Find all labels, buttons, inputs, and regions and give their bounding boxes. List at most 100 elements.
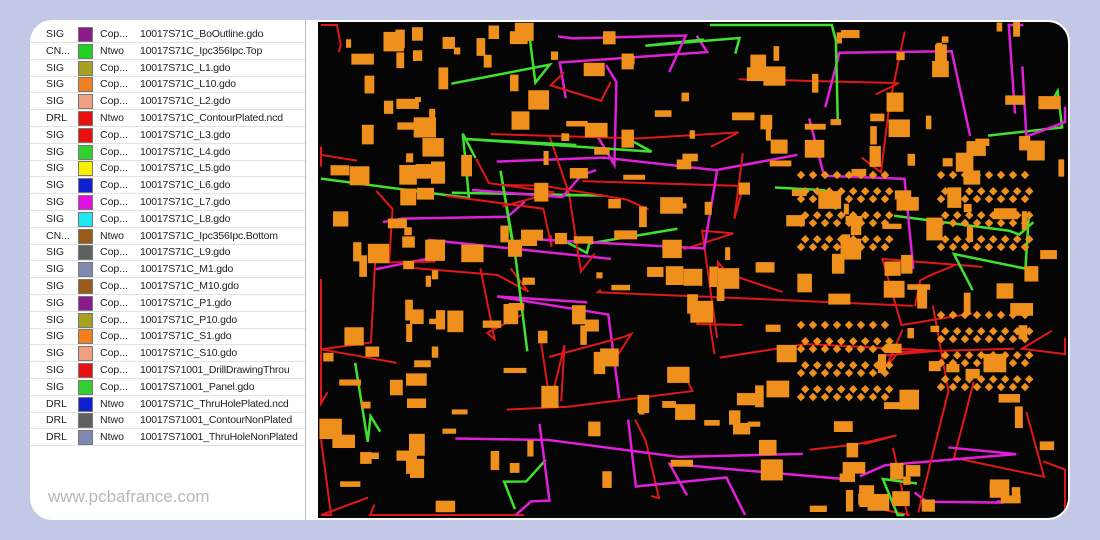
- layer-row[interactable]: CN... Ntwo 10017S71C_Ipc356Ipc.Top: [30, 43, 306, 60]
- pcb-trace: [539, 340, 566, 405]
- bga-pad: [940, 235, 950, 244]
- layer-row[interactable]: SIG Cop... 10017S71C_L5.gdo: [30, 160, 306, 178]
- layer-row[interactable]: SIG Cop... 10017S71C_L2.gdo: [30, 93, 306, 111]
- bga-pad: [977, 235, 986, 244]
- layer-color-swatch[interactable]: [78, 262, 93, 278]
- layer-color-swatch[interactable]: [78, 430, 93, 446]
- layer-row[interactable]: SIG Cop... 10017S71C_P1.gdo: [30, 295, 306, 312]
- bga-pad: [837, 187, 846, 196]
- bga-pad: [868, 194, 878, 204]
- pcb-pad: [729, 410, 741, 425]
- layer-row[interactable]: SIG Cop... 10017S71C_M1.gdo: [30, 261, 306, 279]
- pcb-pad: [989, 484, 1004, 492]
- pcb-pad: [461, 244, 484, 263]
- layer-row[interactable]: DRL Ntwo 10017S71C_ContourPlated.ncd: [30, 110, 306, 127]
- layer-color-swatch[interactable]: [78, 413, 93, 429]
- layer-color-swatch[interactable]: [78, 178, 93, 194]
- layer-row[interactable]: DRL Ntwo 10017S71001_ContourNonPlated: [30, 412, 306, 430]
- layer-row[interactable]: SIG Cop... 10017S71C_L6.gdo: [30, 177, 306, 195]
- layer-color-swatch[interactable]: [78, 379, 93, 395]
- pcb-trace: [320, 146, 358, 167]
- layer-color-swatch[interactable]: [78, 144, 93, 160]
- layer-color-swatch[interactable]: [78, 245, 93, 261]
- layer-row[interactable]: SIG Cop... 10017S71C_L1.gdo: [30, 60, 306, 77]
- layer-row[interactable]: SIG Cop... 10017S71C_S1.gdo: [30, 328, 306, 346]
- layer-row[interactable]: SIG Cop... 10017S71001_Panel.gdo: [30, 379, 306, 396]
- layer-row[interactable]: SIG Cop... 10017S71C_BoOutline.gdo: [30, 26, 306, 43]
- bga-pad: [1008, 242, 1018, 252]
- layer-color-swatch[interactable]: [78, 228, 93, 244]
- pcb-pad: [1040, 250, 1057, 260]
- layer-color-swatch[interactable]: [78, 346, 93, 362]
- bga-pad: [972, 242, 982, 252]
- pcb-pad: [662, 239, 682, 259]
- bga-pad: [825, 361, 834, 370]
- bga-pad: [849, 235, 858, 244]
- layer-color-swatch[interactable]: [78, 43, 93, 59]
- pcb-pad: [351, 53, 374, 65]
- layer-color-swatch[interactable]: [78, 312, 93, 328]
- bga-pad: [801, 234, 810, 244]
- layer-filename: 10017S71C_L5.gdo: [140, 162, 231, 175]
- layer-color-swatch[interactable]: [78, 211, 93, 227]
- pcb-trace: [504, 184, 650, 211]
- pcb-pad: [476, 38, 486, 56]
- layer-color-swatch[interactable]: [78, 111, 93, 126]
- layer-row[interactable]: SIG Cop... 10017S71C_L4.gdo: [30, 144, 306, 161]
- layer-row[interactable]: SIG Cop... 10017S71001_DrillDrawingThrou: [30, 362, 306, 379]
- layer-row[interactable]: SIG Cop... 10017S71C_S10.gdo: [30, 345, 306, 363]
- pcb-pad: [399, 164, 417, 185]
- layer-row[interactable]: SIG Cop... 10017S71C_P10.gdo: [30, 312, 306, 329]
- panel-divider[interactable]: [305, 20, 306, 520]
- pcb-pad: [765, 124, 771, 141]
- pcb-pad: [359, 255, 367, 277]
- pcb-pad: [1005, 95, 1025, 105]
- layer-color-swatch[interactable]: [78, 396, 93, 412]
- layer-row[interactable]: SIG Cop... 10017S71C_L8.gdo: [30, 211, 306, 228]
- bga-pad: [1008, 310, 1018, 320]
- layer-row[interactable]: SIG Cop... 10017S71C_L10.gdo: [30, 76, 306, 94]
- bga-pad: [972, 194, 982, 204]
- pcb-pad: [687, 294, 698, 314]
- layer-type: SIG: [46, 128, 65, 141]
- layer-row[interactable]: SIG Cop... 10017S71C_M10.gdo: [30, 278, 306, 295]
- bga-pad: [1001, 350, 1010, 360]
- layer-color-swatch[interactable]: [78, 279, 93, 294]
- layer-color-swatch[interactable]: [78, 363, 93, 378]
- layer-color-swatch[interactable]: [78, 195, 93, 210]
- pcb-pad: [442, 428, 457, 434]
- pcb-pad: [435, 310, 446, 330]
- pcb-trace: [514, 423, 551, 516]
- pcb-pad: [361, 401, 371, 409]
- layer-row[interactable]: CN... Ntwo 10017S71C_Ipc356Ipc.Bottom: [30, 228, 306, 245]
- layer-row[interactable]: DRL Ntwo 10017S71C_ThruHolePlated.ncd: [30, 396, 306, 413]
- layer-color-swatch[interactable]: [78, 329, 93, 345]
- layer-row[interactable]: SIG Cop... 10017S71C_L3.gdo: [30, 127, 306, 144]
- layer-kind: Cop...: [100, 246, 129, 259]
- pcb-pad: [896, 52, 905, 61]
- layer-color-swatch[interactable]: [78, 295, 93, 311]
- pcb-pad: [769, 160, 792, 167]
- layer-color-swatch[interactable]: [78, 94, 93, 110]
- layer-color-swatch[interactable]: [78, 161, 93, 177]
- layer-color-swatch[interactable]: [78, 127, 93, 143]
- bga-pad: [977, 211, 986, 220]
- pcb-pad: [996, 283, 1014, 299]
- pcb-pad: [662, 401, 676, 408]
- layer-color-swatch[interactable]: [78, 27, 93, 42]
- layer-kind: Cop...: [100, 196, 129, 208]
- pcb-pad: [709, 266, 718, 287]
- bga-pad: [989, 211, 998, 220]
- layer-row[interactable]: SIG Cop... 10017S71C_L9.gdo: [30, 244, 306, 262]
- layer-kind: Cop...: [100, 162, 129, 175]
- layer-color-swatch[interactable]: [78, 60, 93, 76]
- layer-kind: Cop...: [100, 380, 129, 393]
- layer-row[interactable]: SIG Cop... 10017S71C_L7.gdo: [30, 194, 306, 211]
- layer-type: SIG: [46, 162, 65, 175]
- bga-pad: [989, 375, 998, 384]
- pcb-view-canvas[interactable]: [318, 22, 1068, 518]
- pcb-pad: [396, 52, 405, 69]
- layer-color-swatch[interactable]: [78, 77, 93, 93]
- layer-filename: 10017S71C_ThruHolePlated.ncd: [140, 397, 289, 410]
- layer-row[interactable]: DRL Ntwo 10017S71001_ThruHoleNonPlated: [30, 429, 306, 447]
